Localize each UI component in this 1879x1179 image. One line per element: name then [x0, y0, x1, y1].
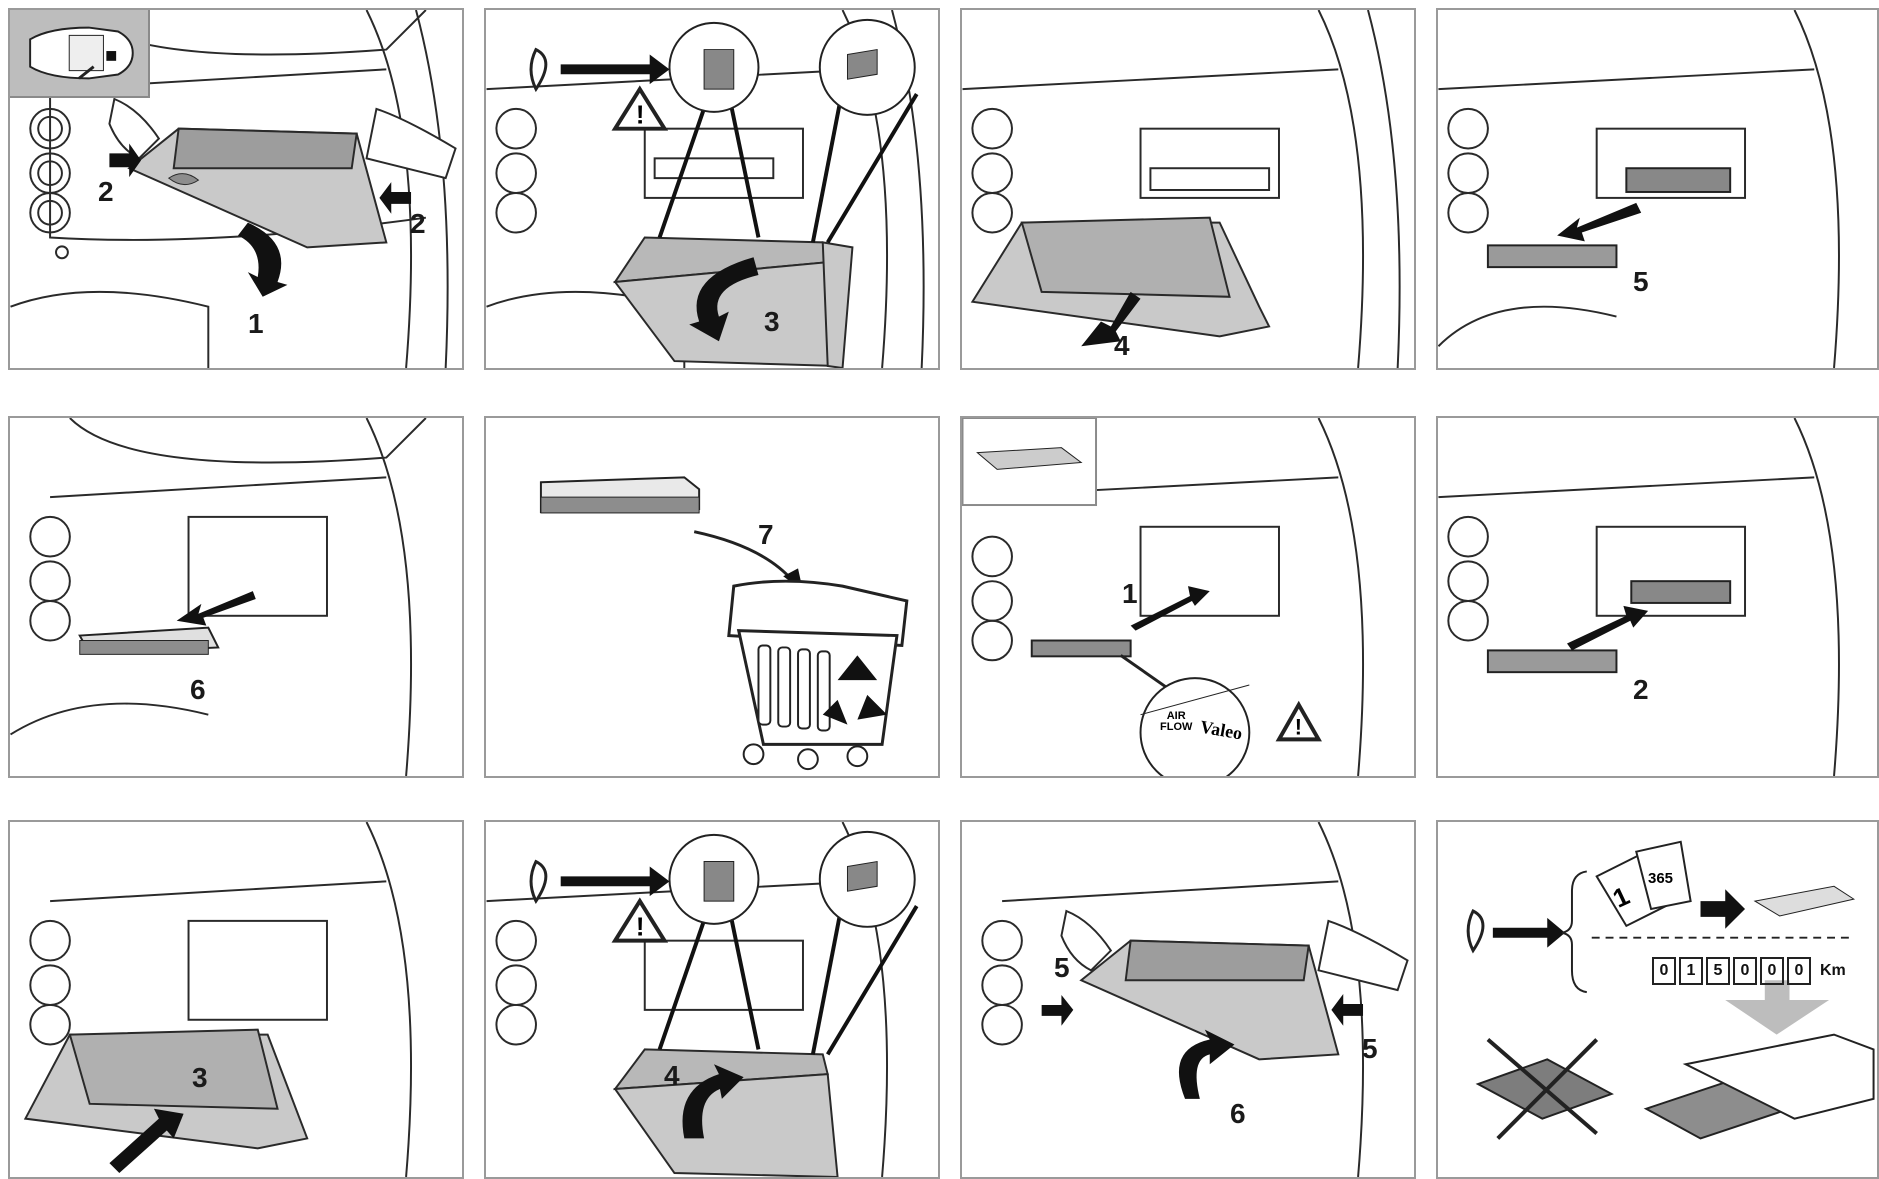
step-number: 5 [1633, 268, 1649, 296]
dashboard-illustration [1438, 418, 1877, 776]
odometer-digit: 0 [1733, 957, 1757, 985]
step-panel-9: 3 [8, 820, 464, 1179]
svg-text:!: ! [636, 102, 645, 130]
cabin-filter [1631, 581, 1730, 603]
step-number: 6 [1230, 1100, 1246, 1128]
step-number: 3 [192, 1064, 208, 1092]
calendar-end: 365 [1648, 870, 1673, 887]
step-number: 4 [1114, 332, 1130, 360]
cabin-filter [1032, 641, 1131, 657]
arrow-icon [561, 55, 670, 85]
step-number: 5 [1362, 1035, 1378, 1063]
dashboard-illustration [10, 822, 462, 1177]
eye-icon [531, 50, 546, 90]
odometer-digit: 0 [1652, 957, 1676, 985]
step-panel-6: 7 [484, 416, 940, 778]
step-number: 2 [410, 210, 426, 238]
step-panel-11: 5 5 6 [960, 820, 1416, 1179]
odometer: 0 1 5 0 0 0 Km [1652, 957, 1846, 985]
step-number: 4 [664, 1062, 680, 1090]
step-panel-10: ! 4 [484, 820, 940, 1179]
step-panel-3: 4 [960, 8, 1416, 370]
filter-cover [1488, 650, 1617, 672]
step-panel-5: 6 [8, 416, 464, 778]
dashboard-illustration [962, 822, 1414, 1177]
step-panel-4: 5 [1436, 8, 1879, 370]
step-number: 2 [1633, 676, 1649, 704]
recycle-illustration [486, 418, 938, 776]
dashboard-illustration: ! [486, 822, 938, 1177]
step-panel-2: ! 3 [484, 8, 940, 370]
step-number: 5 [1054, 954, 1070, 982]
arrow-icon [561, 866, 670, 896]
airflow-label: AIR FLOW [1160, 711, 1192, 733]
odometer-digit: 0 [1760, 957, 1784, 985]
dashboard-illustration [962, 10, 1414, 368]
down-arrow-icon [1725, 980, 1829, 1034]
step-number: 1 [1122, 580, 1138, 608]
eye-icon [1468, 911, 1483, 951]
step-number: 1 [248, 310, 264, 338]
filter-cover [1488, 245, 1617, 267]
step-panel-8: 2 [1436, 416, 1879, 778]
dashboard-illustration [10, 418, 462, 776]
maintenance-interval-panel: 1 365 0 1 5 0 0 0 Km [1436, 820, 1879, 1179]
step-panel-7: ! 1 AIR FLOW Valeo [960, 416, 1416, 778]
odometer-digit: 5 [1706, 957, 1730, 985]
step-number: 2 [98, 178, 114, 206]
odometer-digit: 1 [1679, 957, 1703, 985]
car-topview-icon [10, 10, 148, 96]
step-number: 3 [764, 308, 780, 336]
dashboard-illustration [1438, 10, 1877, 368]
step-panel-1: 2 2 1 [8, 8, 464, 370]
step-number: 7 [758, 521, 774, 549]
arrow-icon [1493, 918, 1565, 948]
eye-icon [531, 862, 546, 902]
svg-text:!: ! [1295, 714, 1302, 739]
step-number: 6 [190, 676, 206, 704]
odometer-unit: Km [1820, 962, 1846, 980]
dashboard-illustration: ! [486, 10, 938, 368]
odometer-digit: 0 [1787, 957, 1811, 985]
svg-text:!: ! [636, 914, 645, 942]
car-location-inset [10, 10, 150, 98]
